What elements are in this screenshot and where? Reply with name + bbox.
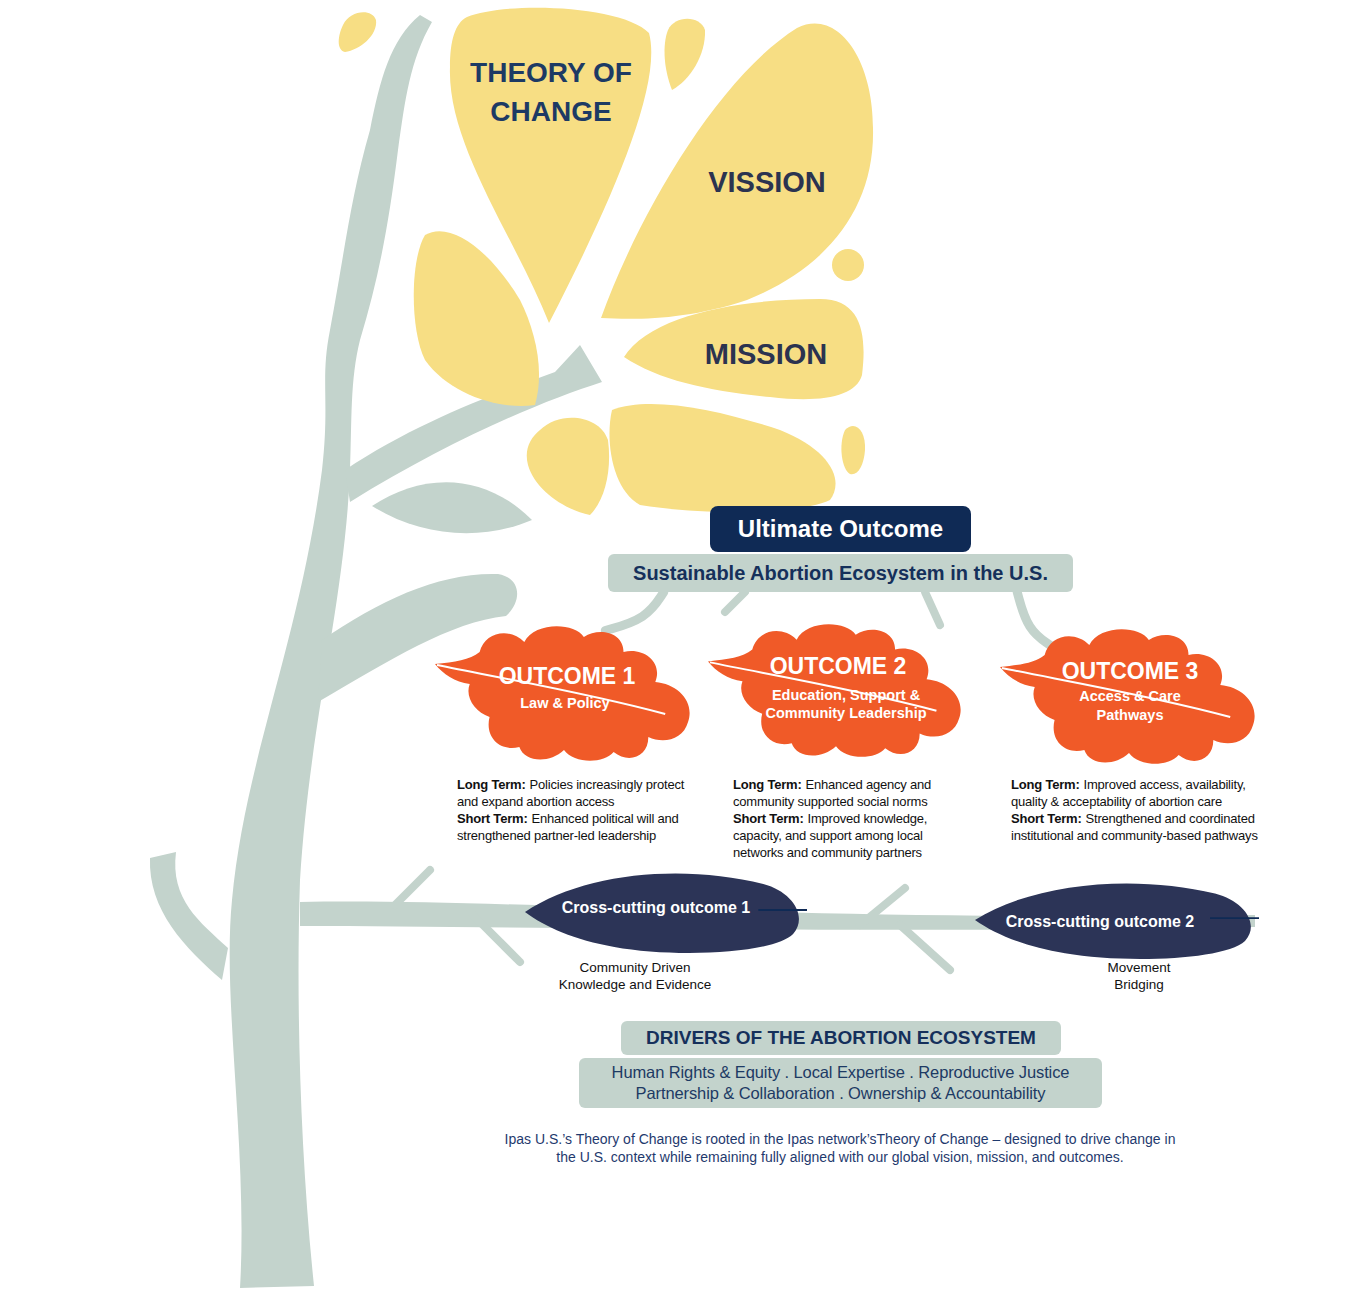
term-label: Long Term:	[457, 777, 526, 792]
term-label: Short Term:	[457, 811, 528, 826]
flower-petal: VISSION	[597, 18, 875, 322]
branch-connector	[605, 592, 664, 631]
petal	[665, 19, 706, 90]
box-text: Human Rights & Equity . Local Expertise …	[579, 1062, 1102, 1104]
text-paragraph: Long Term:Policies increasingly protect …	[457, 776, 691, 810]
footnote-caption: Ipas U.S.’s Theory of Change is rooted i…	[495, 1130, 1185, 1166]
cross-cutting-leaf: Cross-cutting outcome 1Community Driven …	[525, 872, 807, 954]
twig	[860, 888, 905, 925]
outcome-header: Ultimate Outcome	[710, 506, 971, 552]
box-title: Ultimate Outcome	[710, 506, 971, 552]
leaf-subtitle: Education, Support & Community Leadershi…	[746, 686, 946, 722]
leaf-title: OUTCOME 1	[482, 662, 652, 690]
branch-leaf	[372, 482, 532, 533]
leaf-title: Cross-cutting outcome 1	[525, 898, 787, 918]
outline-fill	[435, 626, 690, 760]
outline-fill	[525, 873, 799, 953]
outline-fill	[1000, 629, 1255, 763]
flower-petal: MISSION	[620, 295, 867, 403]
leaf-title: Cross-cutting outcome 2	[990, 910, 1210, 934]
branch-connector	[1017, 592, 1051, 646]
tree-trunk	[150, 15, 1255, 1288]
text-column: Long Term:Enhanced agency and community …	[733, 776, 961, 861]
outcome-leaf: OUTCOME 3Access & Care Pathways	[1000, 625, 1258, 767]
leaf-vein	[758, 909, 807, 911]
box-title: DRIVERS OF THE ABORTION ECOSYSTEM	[621, 1021, 1061, 1055]
text-paragraph: Short Term:Strengthened and coordinated …	[1011, 810, 1269, 844]
petal	[832, 249, 864, 281]
drivers-values-box: Human Rights & Equity . Local Expertise …	[579, 1058, 1102, 1108]
outcome-box: Sustainable Abortion Ecosystem in the U.…	[608, 554, 1073, 592]
leaf-caption: Community Driven Knowledge and Evidence	[550, 959, 720, 993]
twig	[925, 592, 940, 625]
term-label: Short Term:	[1011, 811, 1082, 826]
term-label: Long Term:	[1011, 777, 1080, 792]
outcome-leaf: OUTCOME 2 Education, Support & Community …	[708, 620, 964, 760]
term-label: Long Term:	[733, 777, 802, 792]
petal-title: VISSION	[657, 164, 877, 200]
left-branch	[150, 852, 228, 980]
twig	[395, 870, 430, 905]
text-paragraph: Long Term:Improved access, availability,…	[1011, 776, 1269, 810]
outline-fill	[975, 883, 1251, 959]
leaf-title: OUTCOME 2	[753, 652, 923, 680]
text-paragraph: Short Term:Improved knowledge, capacity,…	[733, 810, 961, 861]
outcome-leaf: OUTCOME 1 Law & Policy	[435, 622, 693, 764]
box-title: Sustainable Abortion Ecosystem in the U.…	[608, 554, 1073, 592]
twig	[725, 592, 745, 612]
petal	[609, 404, 835, 512]
petal-title: THEORY OF CHANGE	[456, 53, 646, 131]
leaf-subtitle: Access & Care Pathways	[1060, 687, 1200, 725]
term-label: Short Term:	[733, 811, 804, 826]
leaf-vein	[1210, 917, 1259, 919]
leaf-caption: Movement Bridging	[1089, 959, 1189, 993]
text-paragraph: Short Term:Enhanced political will and s…	[457, 810, 691, 844]
drivers-box: DRIVERS OF THE ABORTION ECOSYSTEM	[621, 1021, 1061, 1055]
leaf-title: OUTCOME 3	[1045, 657, 1215, 685]
petal	[339, 12, 376, 52]
node-outline	[435, 622, 693, 764]
cross-cutting-leaf: Cross-cutting outcome 2Movement Bridging	[975, 882, 1259, 960]
petal	[841, 426, 865, 474]
text-column: Long Term:Policies increasingly protect …	[457, 776, 691, 844]
leaf-subtitle: Law & Policy	[480, 694, 650, 712]
petal-title: MISSION	[666, 336, 866, 372]
outline-fill	[708, 624, 961, 757]
text-paragraph: Long Term:Enhanced agency and community …	[733, 776, 961, 810]
text-column: Long Term:Improved access, availability,…	[1011, 776, 1269, 844]
twig	[900, 925, 950, 970]
petal	[527, 418, 609, 515]
twig	[470, 912, 520, 962]
